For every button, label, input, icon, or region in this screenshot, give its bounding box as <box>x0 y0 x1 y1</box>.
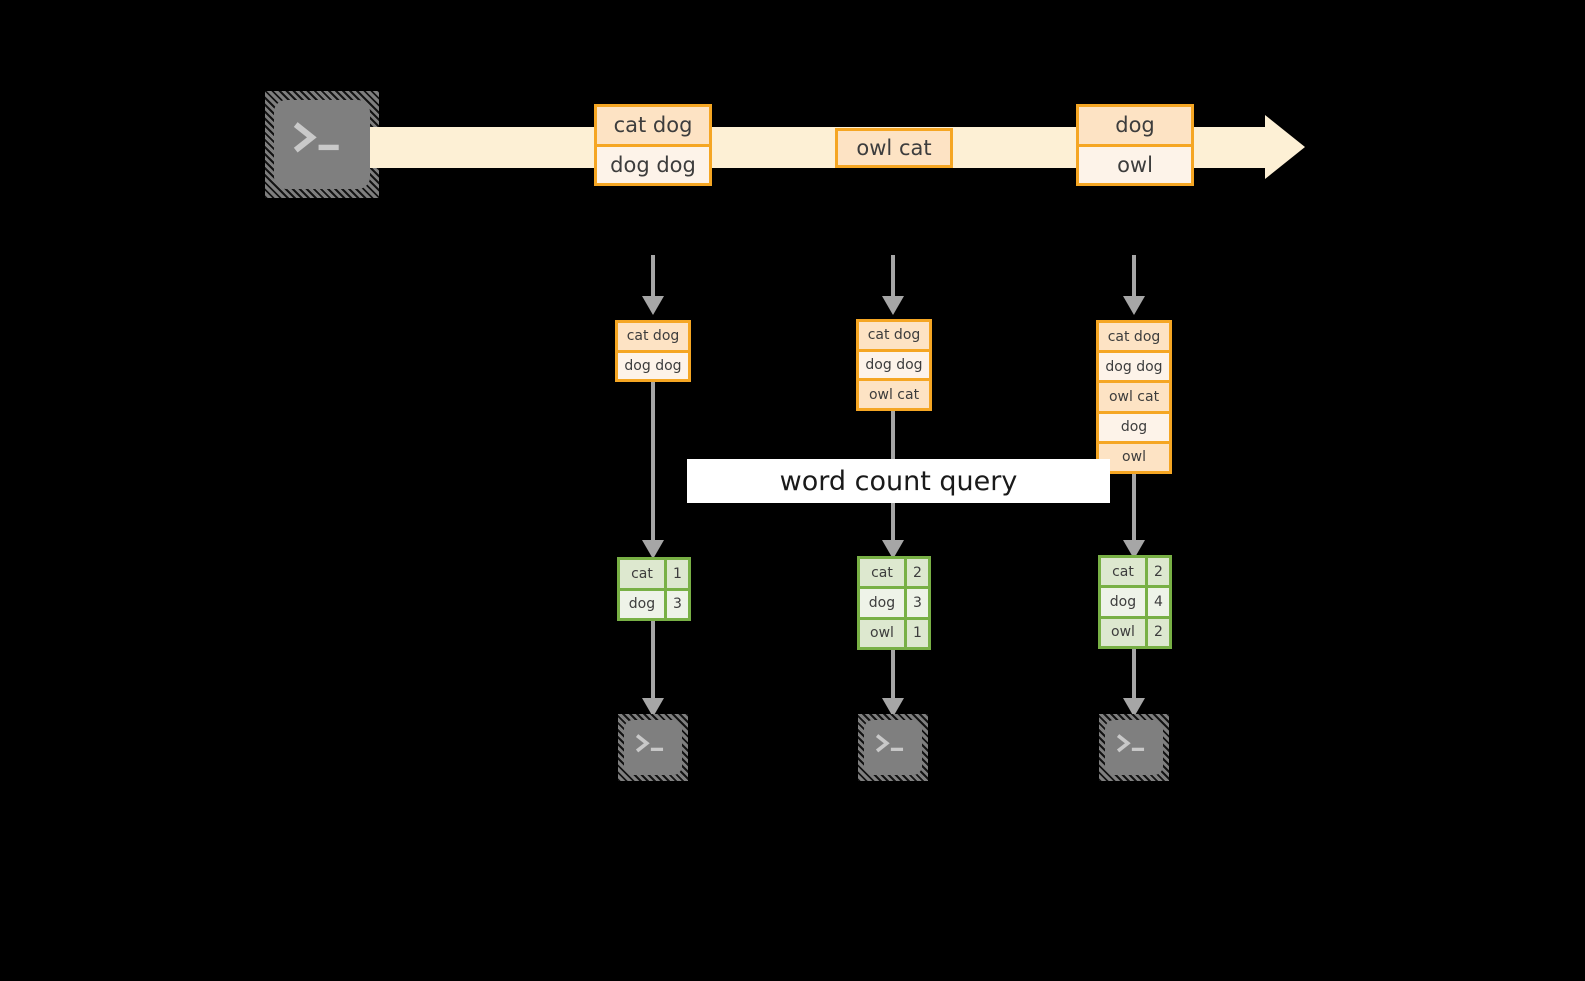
terminal-prompt-icon <box>633 730 674 763</box>
result-to-sink-connector-3 <box>1132 649 1136 698</box>
stream-to-state-connector-1 <box>651 255 655 296</box>
record-line: owl <box>1079 143 1191 183</box>
result-table-1: cat 1 dog 3 <box>617 557 691 621</box>
state-line: owl cat <box>859 378 929 409</box>
table-cell-word: cat <box>620 560 664 588</box>
table-cell-count: 3 <box>903 589 928 617</box>
table-cell-count: 2 <box>1144 618 1169 646</box>
record-line: dog <box>1079 107 1191 144</box>
stream-to-state-arrowhead-2 <box>882 296 904 315</box>
terminal-prompt-icon <box>289 116 356 169</box>
terminal-prompt-icon <box>873 730 914 763</box>
table-cell-count: 2 <box>1144 558 1169 586</box>
result-to-sink-connector-1 <box>651 621 655 698</box>
stream-record-batch-3: dog owl <box>1076 104 1194 186</box>
accumulated-state-2: cat dog dog dog owl cat <box>856 319 932 411</box>
stream-band-arrowhead <box>1265 115 1305 179</box>
table-cell-word: cat <box>860 559 904 587</box>
result-to-sink-arrowhead-1 <box>642 698 664 717</box>
table-cell-word: owl <box>1101 618 1145 646</box>
table-row: dog 4 <box>1101 585 1169 616</box>
result-table-2: cat 2 dog 3 owl 1 <box>857 556 931 650</box>
terminal-screen <box>864 720 922 775</box>
state-to-result-arrowhead-1 <box>642 540 664 559</box>
result-to-sink-connector-2 <box>891 650 895 698</box>
query-label-text: word count query <box>779 465 1018 497</box>
table-cell-word: cat <box>1101 558 1145 586</box>
table-cell-word: dog <box>860 589 904 617</box>
stream-to-state-connector-2 <box>891 255 895 296</box>
table-cell-count: 3 <box>663 590 688 618</box>
table-cell-count: 1 <box>903 619 928 647</box>
result-to-sink-arrowhead-2 <box>882 698 904 717</box>
state-line: dog dog <box>618 349 688 379</box>
state-line: dog dog <box>859 348 929 379</box>
stream-to-state-connector-3 <box>1132 255 1136 296</box>
state-to-result-connector-1 <box>651 382 655 540</box>
terminal-screen <box>624 720 682 775</box>
stream-to-state-arrowhead-1 <box>642 296 664 315</box>
state-line: cat dog <box>859 322 929 349</box>
record-line: owl cat <box>838 131 950 165</box>
accumulated-state-3: cat dog dog dog owl cat dog owl <box>1096 320 1172 474</box>
result-to-sink-arrowhead-3 <box>1123 698 1145 717</box>
record-line: dog dog <box>597 143 709 183</box>
state-to-result-connector-3 <box>1132 474 1136 540</box>
stream-record-batch-2: owl cat <box>835 128 953 168</box>
table-cell-count: 4 <box>1144 588 1169 616</box>
state-to-result-arrowhead-3 <box>1123 540 1145 559</box>
state-line: dog <box>1099 410 1169 441</box>
state-line: dog dog <box>1099 350 1169 381</box>
table-row: cat 2 <box>860 559 928 587</box>
table-cell-word: owl <box>860 619 904 647</box>
table-cell-word: dog <box>620 590 664 618</box>
terminal-screen <box>1105 720 1163 775</box>
state-line: cat dog <box>618 323 688 350</box>
table-cell-word: dog <box>1101 588 1145 616</box>
table-row: cat 2 <box>1101 558 1169 586</box>
state-line: owl <box>1099 440 1169 472</box>
state-to-result-arrowhead-2 <box>882 540 904 559</box>
table-cell-count: 1 <box>663 560 688 588</box>
query-label-band: word count query <box>687 459 1110 503</box>
table-row: cat 1 <box>620 560 688 588</box>
record-line: cat dog <box>597 107 709 144</box>
table-row: owl 1 <box>860 616 928 647</box>
sink-terminal-icon-3 <box>1099 714 1169 781</box>
accumulated-state-1: cat dog dog dog <box>615 320 691 382</box>
table-row: dog 3 <box>860 586 928 617</box>
terminal-prompt-icon <box>1114 730 1155 763</box>
table-cell-count: 2 <box>903 559 928 587</box>
table-row: dog 3 <box>620 587 688 618</box>
sink-terminal-icon-1 <box>618 714 688 781</box>
result-table-3: cat 2 dog 4 owl 2 <box>1098 555 1172 649</box>
state-line: owl cat <box>1099 380 1169 411</box>
state-line: cat dog <box>1099 323 1169 351</box>
terminal-screen <box>274 100 370 189</box>
table-row: owl 2 <box>1101 615 1169 646</box>
sink-terminal-icon-2 <box>858 714 928 781</box>
source-terminal-icon <box>265 91 379 198</box>
stream-to-state-arrowhead-3 <box>1123 296 1145 315</box>
stream-record-batch-1: cat dog dog dog <box>594 104 712 186</box>
